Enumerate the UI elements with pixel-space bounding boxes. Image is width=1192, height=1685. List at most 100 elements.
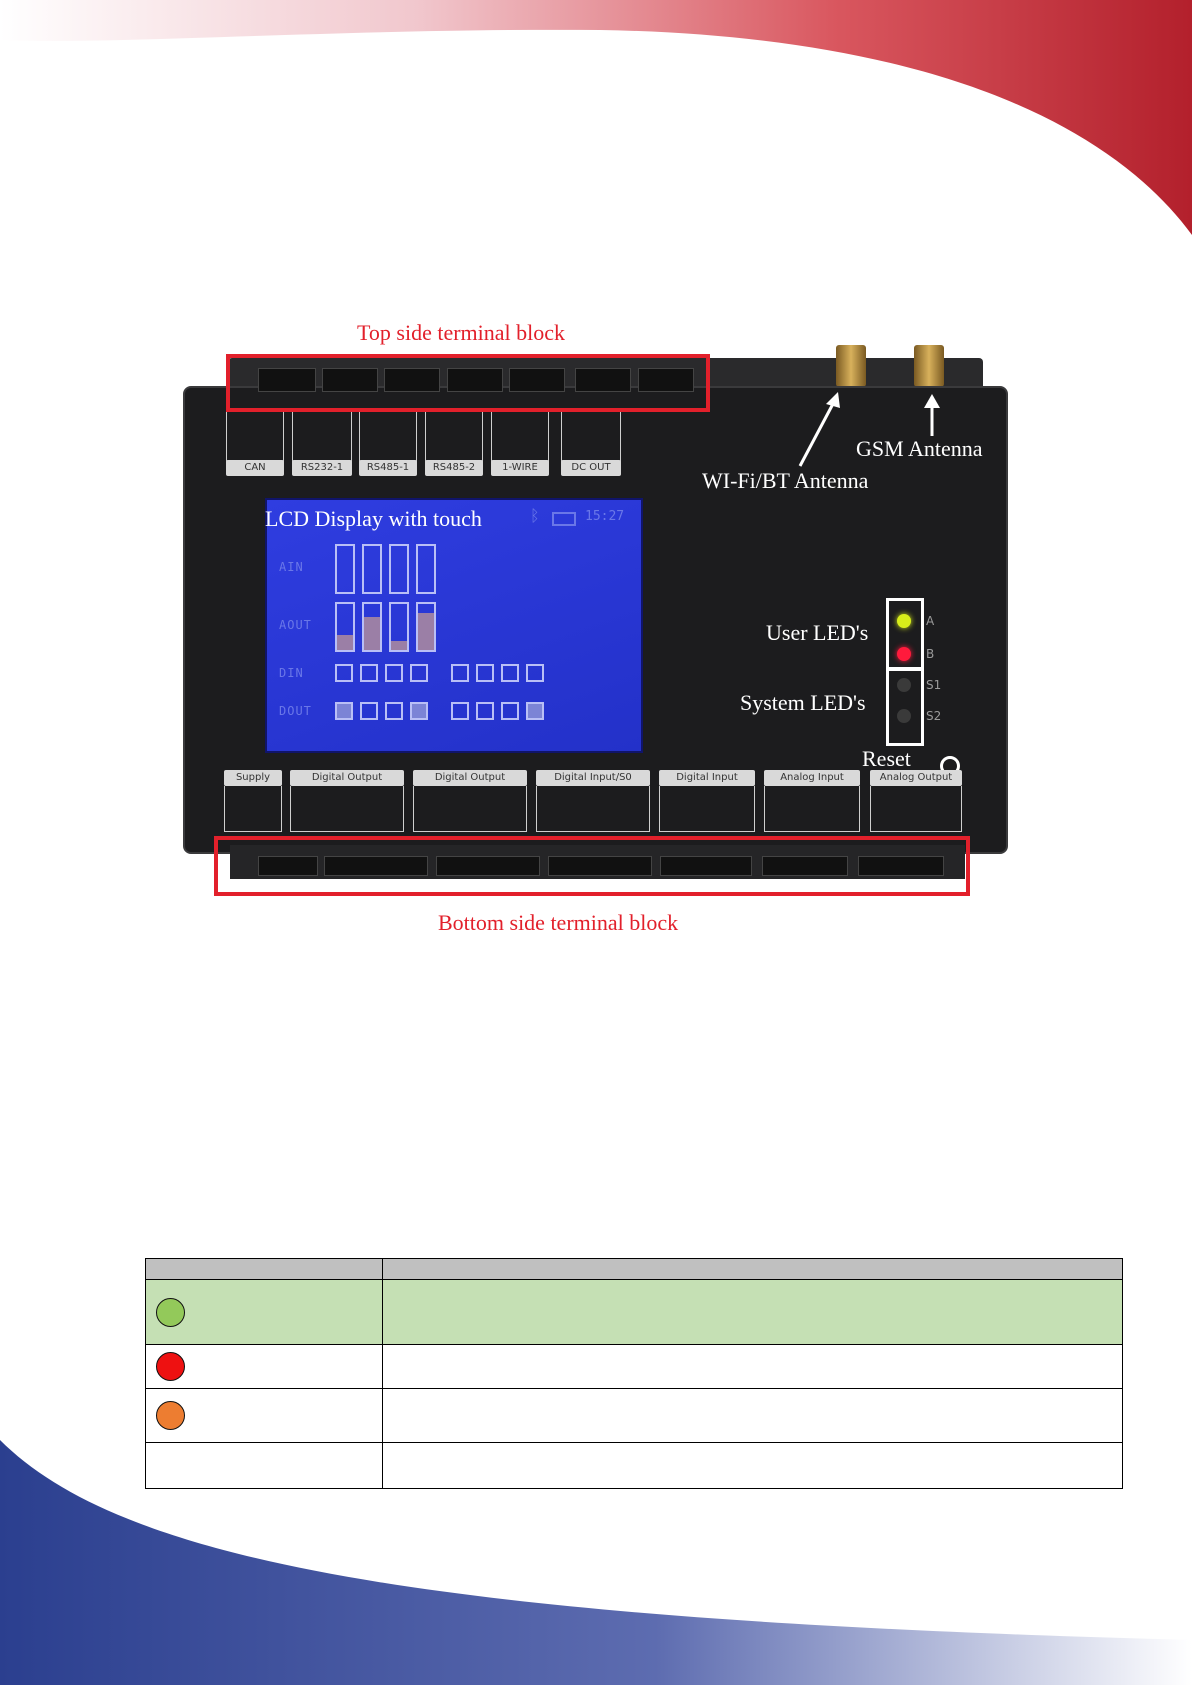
din-indicator bbox=[385, 664, 403, 682]
top-label-dc-out: DC OUT bbox=[561, 460, 621, 476]
table-header-indicator bbox=[145, 1258, 383, 1280]
gsm-antenna-connector bbox=[914, 345, 944, 387]
bottom-terminal-2 bbox=[324, 856, 428, 876]
table-header-description bbox=[382, 1258, 1123, 1280]
system-leds-label: System LED's bbox=[740, 690, 866, 715]
table-cell-indicator bbox=[145, 1279, 383, 1345]
wifi-antenna-connector bbox=[836, 345, 866, 387]
table-row bbox=[145, 1344, 1123, 1389]
user-leds-label: User LED's bbox=[766, 620, 869, 645]
system-led-s1 bbox=[897, 678, 911, 692]
lcd-display[interactable]: ᛒ 15:27 AIN AOUT DIN DOUT bbox=[265, 498, 643, 753]
bottom-pin-group-digital-input-s0 bbox=[536, 786, 650, 832]
lcd-display-label: LCD Display with touch bbox=[265, 506, 482, 531]
table-cell-description bbox=[382, 1344, 1123, 1389]
reset-label: Reset bbox=[862, 746, 911, 771]
bottom-pin-group-digital-output-1 bbox=[290, 786, 404, 832]
gsm-antenna-label: GSM Antenna bbox=[856, 436, 983, 461]
table-row bbox=[145, 1279, 1123, 1345]
led-tag-s1: S1 bbox=[926, 678, 942, 692]
bottom-label-digital-input: Digital Input bbox=[659, 770, 755, 786]
top-label-rs485-1: RS485-1 bbox=[359, 460, 417, 476]
top-label-can: CAN bbox=[226, 460, 284, 476]
bottom-label-supply: Supply bbox=[224, 770, 282, 786]
din-indicator bbox=[410, 664, 428, 682]
system-leds-box bbox=[886, 668, 924, 746]
bluetooth-icon: ᛒ bbox=[530, 508, 540, 525]
bottom-label-digital-output-1: Digital Output bbox=[290, 770, 404, 786]
red-circle-icon bbox=[156, 1352, 185, 1381]
lcd-row-dout: DOUT bbox=[279, 704, 312, 718]
user-led-b bbox=[897, 647, 911, 661]
top-terminal-7 bbox=[638, 368, 694, 392]
bottom-pin-group-analog-output bbox=[870, 786, 962, 832]
aout-bar-2 bbox=[362, 602, 382, 652]
orange-circle-icon bbox=[156, 1401, 185, 1430]
led-tag-a: A bbox=[926, 614, 935, 628]
table-cell-description bbox=[382, 1442, 1123, 1489]
dout-indicator bbox=[451, 702, 469, 720]
led-status-table bbox=[145, 1258, 1123, 1489]
green-circle-icon bbox=[156, 1297, 185, 1327]
bottom-terminal-1 bbox=[258, 856, 318, 876]
top-terminal-3 bbox=[384, 368, 440, 392]
din-indicator bbox=[360, 664, 378, 682]
bottom-terminal-7 bbox=[858, 856, 944, 876]
bottom-pin-group-digital-output-2 bbox=[413, 786, 527, 832]
bottom-pin-group-digital-input bbox=[659, 786, 755, 832]
bottom-pin-group-supply bbox=[224, 786, 282, 832]
bottom-label-analog-input: Analog Input bbox=[764, 770, 860, 786]
bottom-label-analog-output: Analog Output bbox=[870, 770, 962, 786]
din-indicator bbox=[501, 664, 519, 682]
top-red-swoosh bbox=[0, 0, 1192, 235]
table-cell-indicator bbox=[145, 1344, 383, 1389]
dout-indicator bbox=[526, 702, 544, 720]
top-terminal-1 bbox=[258, 368, 316, 392]
lcd-row-aout: AOUT bbox=[279, 618, 312, 632]
bottom-terminal-caption: Bottom side terminal block bbox=[438, 910, 679, 935]
wifi-antenna-label: WI-Fi/BT Antenna bbox=[702, 468, 869, 493]
table-row bbox=[145, 1442, 1123, 1489]
bottom-blue-swoosh bbox=[0, 1440, 1192, 1685]
aout-bar-fill bbox=[391, 640, 407, 650]
ain-bar-4 bbox=[416, 544, 436, 594]
aout-bar-fill bbox=[418, 613, 434, 650]
battery-icon bbox=[552, 512, 576, 526]
ain-bar-3 bbox=[389, 544, 409, 594]
lcd-row-din: DIN bbox=[279, 666, 304, 680]
aout-bar-fill bbox=[364, 616, 380, 650]
bottom-label-digital-input-s0: Digital Input/S0 bbox=[536, 770, 650, 786]
system-led-s2 bbox=[897, 709, 911, 723]
bottom-label-digital-output-2: Digital Output bbox=[413, 770, 527, 786]
top-label-rs485-2: RS485-2 bbox=[425, 460, 483, 476]
led-tag-s2: S2 bbox=[926, 709, 942, 723]
lcd-row-ain: AIN bbox=[279, 560, 304, 574]
top-label-rs232-1: RS232-1 bbox=[292, 460, 352, 476]
bottom-terminal-6 bbox=[762, 856, 848, 876]
top-terminal-highlight bbox=[226, 354, 710, 412]
top-terminal-2 bbox=[322, 368, 378, 392]
top-label-1-wire: 1-WIRE bbox=[491, 460, 549, 476]
bottom-terminal-4 bbox=[548, 856, 652, 876]
aout-bar-1 bbox=[335, 602, 355, 652]
bottom-terminal-3 bbox=[436, 856, 540, 876]
din-indicator bbox=[335, 664, 353, 682]
bottom-terminal-5 bbox=[660, 856, 752, 876]
table-cell-indicator bbox=[145, 1388, 383, 1443]
top-terminal-caption: Top side terminal block bbox=[357, 320, 566, 345]
bottom-terminal-highlight bbox=[214, 836, 970, 896]
table-header-row bbox=[145, 1258, 1123, 1280]
din-indicator bbox=[476, 664, 494, 682]
top-terminal-4 bbox=[447, 368, 503, 392]
aout-bar-3 bbox=[389, 602, 409, 652]
ain-bar-1 bbox=[335, 544, 355, 594]
ain-bar-2 bbox=[362, 544, 382, 594]
table-cell-description bbox=[382, 1279, 1123, 1345]
top-terminal-6 bbox=[575, 368, 631, 392]
dout-indicator bbox=[360, 702, 378, 720]
dout-indicator bbox=[410, 702, 428, 720]
din-indicator bbox=[451, 664, 469, 682]
lcd-clock: 15:27 bbox=[585, 509, 625, 524]
